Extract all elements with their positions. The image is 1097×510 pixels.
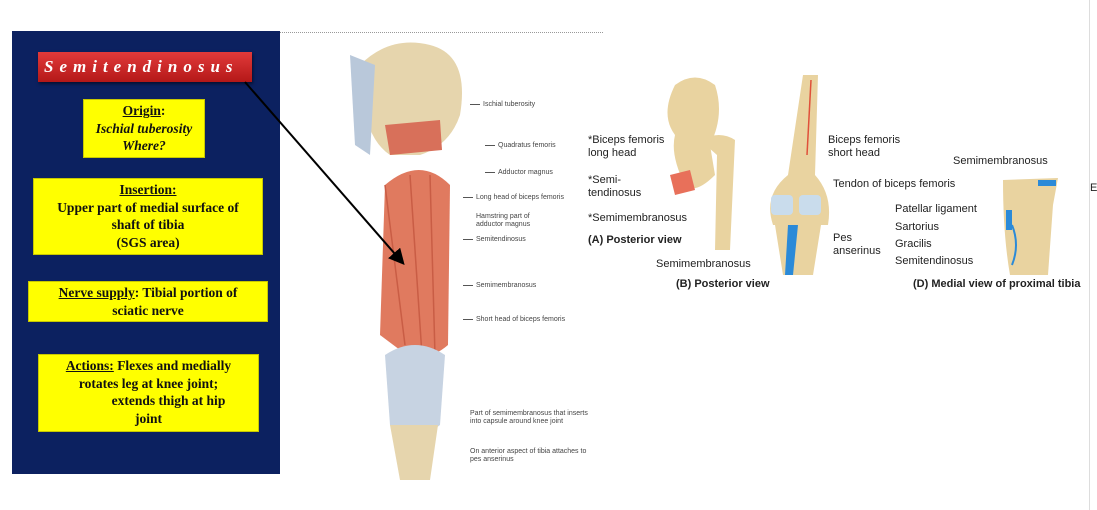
nerve-line2: sciatic nerve [112, 302, 184, 318]
nerve-heading: Nerve supply [58, 285, 135, 300]
figD-label-gracilis: Gracilis [895, 238, 932, 250]
knee-joint [385, 345, 445, 435]
actions-box: Actions: Flexes and medially rotates leg… [38, 354, 259, 432]
figA-label-semitendinosus: *Semi-tendinosus [588, 174, 642, 199]
label-quadratus-femoris: Quadratus femoris [485, 142, 556, 150]
attachment-blue [785, 225, 798, 275]
figB-caption: (B) Posterior view [676, 278, 770, 290]
figA-label-biceps-long: *Biceps femoris long head [588, 134, 665, 159]
origin-box: Origin: Ischial tuberosity Where? [83, 99, 205, 158]
origin-text: Ischial tuberosity [95, 120, 193, 136]
figA-caption: (A) Posterior view [588, 234, 682, 246]
knee-posterior-illustration [770, 75, 830, 275]
figD-label-sartorius: Sartorius [895, 221, 940, 233]
figB-label-pes-anserinus: Pes anserinus [833, 232, 881, 257]
quadratus-femoris [385, 120, 442, 155]
figure-e-letter: E [1090, 182, 1097, 194]
figD-caption: (D) Medial view of proximal tibia [913, 278, 1081, 290]
origin-question: Where? [122, 138, 166, 153]
insertion-line1: Upper part of medial surface of [57, 199, 239, 215]
femur-hip-illustration [667, 77, 735, 250]
divider [280, 32, 603, 33]
hamstring-illustration [350, 42, 462, 480]
figD-label-semimembranosus: Semimembranosus [953, 155, 1048, 167]
figA-label-semimembranosus: *Semimembranosus [588, 212, 688, 224]
figB-label-biceps-short: Biceps femoris short head [828, 134, 901, 159]
figD-label-patellar-ligament: Patellar ligament [895, 203, 977, 215]
nerve-line1: : Tibial portion of [134, 285, 238, 300]
figD-label-semitendinosus: Semitendinosus [895, 255, 974, 267]
label-ischial-tuberosity: Ischial tuberosity [470, 101, 535, 109]
label-short-head-biceps: Short head of biceps femoris [463, 316, 565, 324]
tibia-medial-illustration [1003, 178, 1058, 275]
sacrum-ligament [350, 55, 375, 155]
actions-line1: Flexes and medially [113, 358, 232, 373]
insertion-line3: (SGS area) [116, 234, 180, 250]
actions-line2: rotates leg at knee joint; [78, 375, 219, 391]
hamstring-muscles [380, 170, 450, 357]
insertion-line2: shaft of tibia [111, 217, 185, 232]
label-long-head-biceps: Long head of biceps femoris [463, 194, 564, 202]
muscle-title: Semitendinosus [38, 52, 252, 82]
label-semimembranosus-capsule: Part of semimembranosus that inserts int… [470, 410, 588, 425]
actions-line4: joint [135, 410, 162, 426]
attachment-red [670, 170, 695, 195]
insertion-box: Insertion: Upper part of medial surface … [33, 178, 263, 255]
actions-line3: extends thigh at hip [111, 393, 226, 408]
actions-heading: Actions: [65, 358, 114, 373]
label-pes-anserinus-attach: On anterior aspect of tibia attaches to … [470, 448, 587, 463]
label-adductor-magnus: Adductor magnus [485, 169, 553, 177]
label-hamstring-adductor: Hamstring part of adductor magnus [476, 213, 531, 228]
label-semimembranosus: Semimembranosus [463, 282, 536, 290]
insertion-heading: Insertion: [119, 182, 177, 197]
origin-heading: Origin [122, 103, 161, 118]
nerve-box: Nerve supply: Tibial portion of sciatic … [28, 281, 268, 322]
label-semitendinosus: Semitendinosus [463, 236, 526, 244]
tibia-bone [390, 425, 438, 480]
edge-line [1089, 0, 1090, 510]
figB-label-semimembranosus: Semimembranosus [656, 258, 751, 270]
figB-label-tendon-biceps: Tendon of biceps femoris [833, 178, 956, 190]
